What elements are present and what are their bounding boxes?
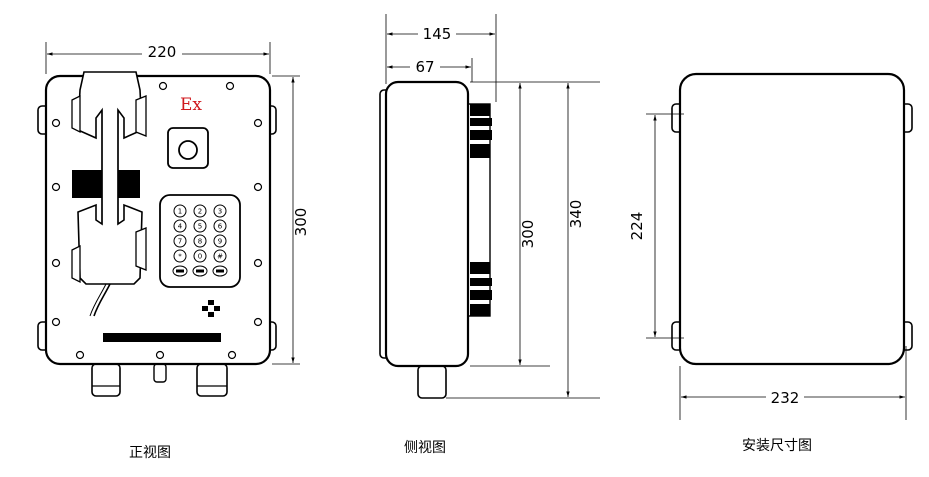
- mount-width-label: 232: [771, 389, 800, 407]
- side-body: [384, 80, 470, 368]
- mount-view: [671, 72, 913, 366]
- keypad-key-label: 8: [198, 238, 202, 246]
- keypad-key: [173, 204, 187, 218]
- keypad-key: [213, 249, 227, 263]
- keypad-function-key-mark: [196, 269, 204, 273]
- camera-box: [167, 127, 209, 169]
- keypad-key-label: 0: [198, 253, 202, 261]
- bottom-slot: [103, 333, 221, 342]
- keypad-key: [173, 249, 187, 263]
- side-height-body-label: 300: [519, 220, 537, 249]
- keypad-key: [193, 234, 207, 248]
- keypad-key-label: 9: [218, 238, 222, 246]
- side-depth-total-label: 145: [423, 25, 452, 43]
- front-height-label: 300: [292, 208, 310, 237]
- side-height-total-label: 340: [567, 200, 585, 229]
- side-view: [379, 80, 492, 399]
- camera-lens: [178, 140, 198, 160]
- keypad-keys: 1 2 3 4 5 6 7 8 9 * 0 #: [172, 204, 228, 277]
- keypad-key-label: 3: [218, 208, 222, 216]
- keypad-key-label: #: [217, 253, 223, 261]
- mount-body: [678, 72, 906, 366]
- keypad-key: [213, 204, 227, 218]
- mount-height-label: 224: [628, 212, 646, 241]
- speaker-grille: [202, 300, 220, 317]
- keypad-key: [173, 234, 187, 248]
- side-depth-body-label: 67: [415, 58, 434, 76]
- keypad-key-label: 5: [198, 223, 202, 231]
- keypad-key-label: 2: [198, 208, 202, 216]
- front-gland-center: [153, 363, 167, 383]
- side-view-caption: 侧视图: [404, 440, 446, 456]
- keypad-function-key-mark: [216, 269, 224, 273]
- keypad-key: [193, 219, 207, 233]
- mount-view-caption: 安装尺寸图: [742, 438, 812, 454]
- front-width-label: 220: [148, 43, 177, 61]
- keypad-key-label: 1: [178, 208, 182, 216]
- keypad-key-label: *: [178, 253, 182, 261]
- keypad-key: [213, 219, 227, 233]
- side-dimensions: [385, 14, 600, 399]
- ex-mark: Ex: [180, 95, 202, 115]
- keypad-function-key-mark: [176, 269, 184, 273]
- handset: [77, 71, 143, 285]
- keypad-key-label: 7: [178, 238, 182, 246]
- keypad-key: [193, 204, 207, 218]
- front-view-caption: 正视图: [129, 445, 171, 461]
- keypad-key: [193, 249, 207, 263]
- keypad-key-label: 6: [218, 223, 223, 231]
- keypad-key-label: 4: [178, 223, 183, 231]
- keypad: [159, 194, 241, 288]
- keypad-key: [173, 219, 187, 233]
- front-gland-right: [196, 363, 228, 397]
- front-gland-left: [91, 363, 121, 397]
- front-view: 1 2 3 4 5 6 7 8 9 * 0 #: [37, 71, 277, 397]
- side-gland: [417, 365, 447, 399]
- keypad-key: [213, 234, 227, 248]
